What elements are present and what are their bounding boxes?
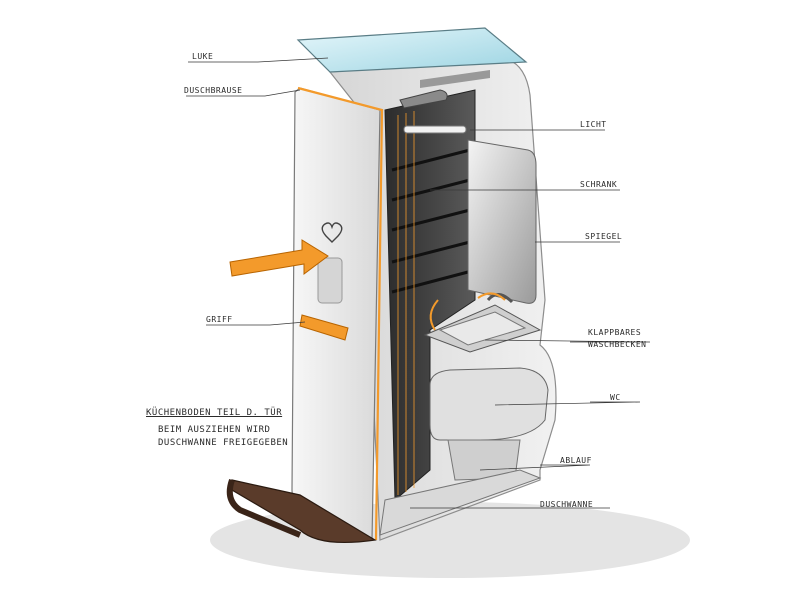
door-panel (291, 87, 381, 541)
label-schrank: Schrank (580, 180, 618, 189)
label-spiegel: Spiegel (585, 232, 623, 241)
roof-hatch[interactable] (296, 27, 528, 73)
label-waschbecken-2: Waschbecken (588, 340, 647, 349)
mirror (467, 139, 537, 304)
label-ablauf: Ablauf (560, 456, 592, 465)
door-edge-accent (297, 86, 384, 541)
orange-rods (397, 111, 415, 495)
leader-lines (186, 57, 651, 509)
label-duschbrause: Duschbrause (184, 86, 243, 95)
label-griff: Griff (206, 315, 233, 324)
faucet-swing-arrow (477, 292, 506, 301)
kitchen-floor[interactable] (231, 479, 377, 544)
sink-swing-arrow (429, 299, 439, 331)
note-line-1: Küchenboden teil d. Tür (146, 408, 283, 418)
shower-head (399, 89, 448, 109)
label-waschbecken-1: Klappbares (588, 328, 642, 337)
note-line-3: Duschwanne freigegeben (158, 438, 289, 448)
note-line-2: Beim Ausziehen wird (158, 425, 271, 435)
label-duschwanne: Duschwanne (540, 500, 594, 509)
arrow-right-icon (229, 239, 329, 277)
hatch-hinge (420, 70, 490, 88)
light-strip (403, 125, 467, 134)
faucet (486, 293, 514, 304)
sink-basin (438, 311, 527, 346)
shower-tray (379, 469, 542, 536)
cabinet-shelves (391, 148, 471, 294)
label-licht: Licht (580, 120, 607, 129)
door-recess (317, 257, 343, 304)
wc-body (429, 367, 549, 441)
label-wc: WC (610, 393, 621, 402)
heart-icon (321, 222, 343, 243)
kitchen-floor-lip (226, 479, 302, 538)
label-luke: Luke (192, 52, 214, 61)
